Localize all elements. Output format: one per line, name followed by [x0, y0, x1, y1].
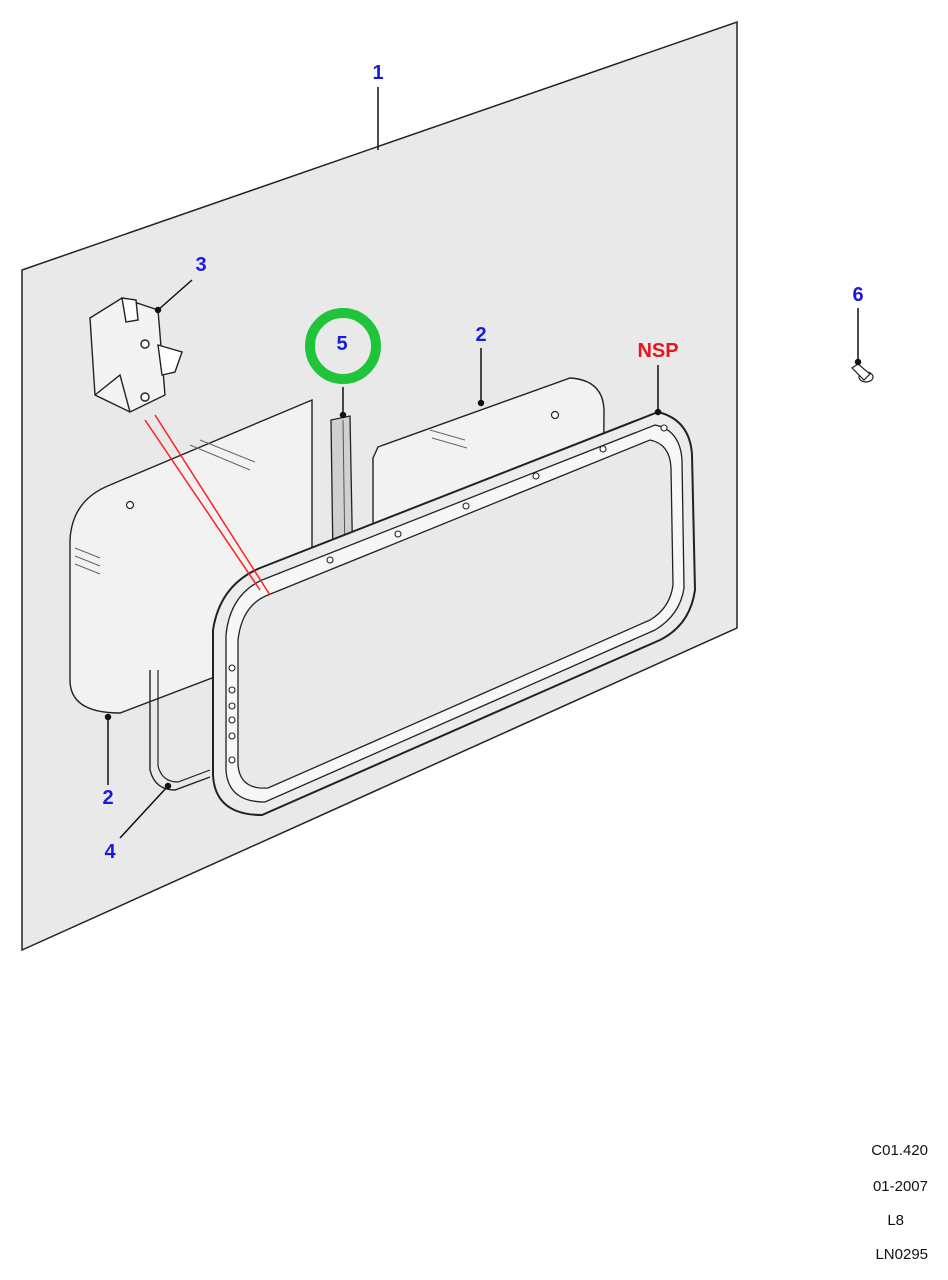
callout-2-right: 2 [475, 324, 486, 346]
ref-date: 01-2007 [872, 1178, 928, 1195]
ref-code: C01.420 [871, 1142, 928, 1159]
catch-leader-b [154, 414, 271, 596]
callout-3: 3 [195, 254, 206, 276]
rivet-part [851, 363, 874, 383]
catch-leader-a [144, 419, 261, 591]
ref-level: L8 [887, 1212, 904, 1229]
glass-left-reflection [74, 439, 256, 575]
callout-2-left: 2 [102, 787, 113, 809]
ref-illustration: LN0295 [875, 1246, 928, 1263]
callout-5: 5 [336, 333, 347, 355]
callout-1: 1 [372, 62, 383, 84]
glass-right-hole [550, 410, 560, 420]
window-catch [89, 297, 183, 413]
callout-6: 6 [852, 284, 863, 306]
highlight-ring [305, 308, 381, 384]
callout-4: 4 [104, 841, 116, 863]
frame-rivets [228, 424, 668, 764]
callout-leaders [104, 87, 862, 839]
glass-left-hole [125, 500, 135, 510]
window-frame [212, 410, 697, 817]
rubber-seal [149, 670, 211, 791]
callout-nsp: NSP [637, 340, 678, 362]
